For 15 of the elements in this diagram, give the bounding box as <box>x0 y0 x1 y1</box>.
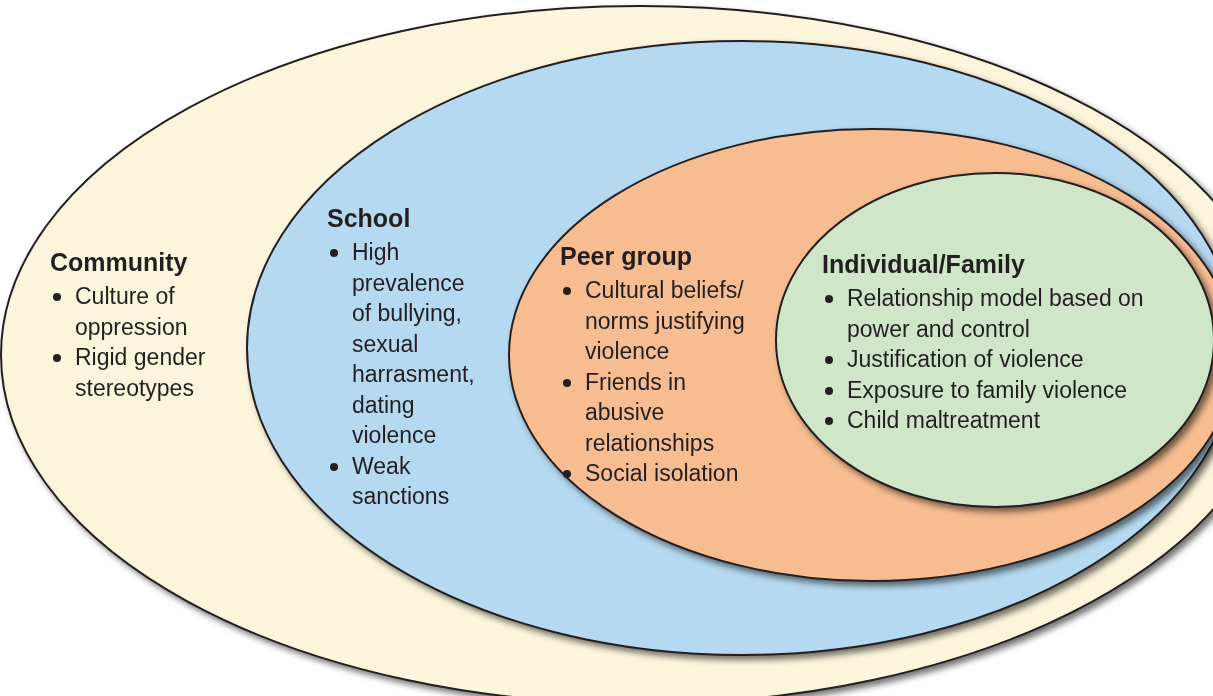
bullet-item: Social isolation <box>585 459 740 488</box>
bullet-item: Weak sanctions <box>352 451 451 511</box>
bullet-item: Child maltreatment <box>847 406 1042 435</box>
bullet-item: Culture of oppression <box>75 282 189 342</box>
layer-heading: Individual/Family <box>822 249 1025 279</box>
bullet-item: Relationship model based on power and control <box>847 284 1145 344</box>
bullet-item: Friends in abusive relationships <box>585 367 716 458</box>
bullet-item: Justification of violence <box>847 345 1085 374</box>
bullet-item: Exposure to family violence <box>847 375 1128 405</box>
bullet-item: High prevalence of bullying, sexual harrasment, dating violence <box>352 238 476 450</box>
layer-heading: Peer group <box>560 241 692 271</box>
layer-heading: School <box>327 203 411 233</box>
bullet-item: Rigid gender stereotypes <box>75 343 207 403</box>
layer-heading: Community <box>50 247 188 277</box>
bullet-item: Cultural beliefs/ norms justifying violence <box>585 276 746 366</box>
